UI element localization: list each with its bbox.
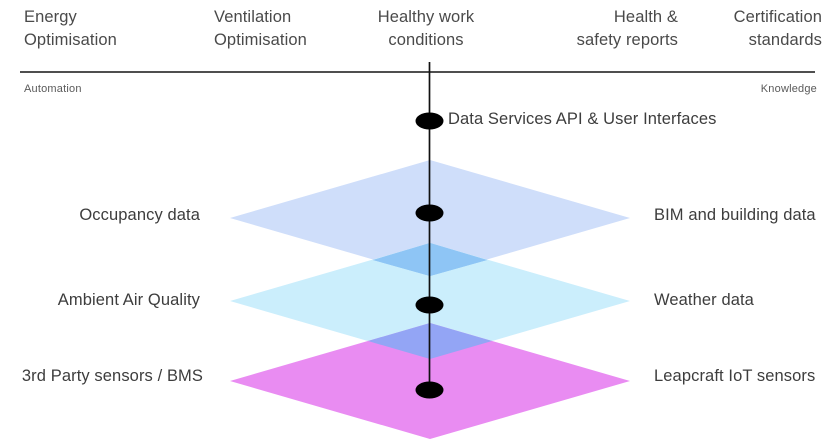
node-marker-data-services[interactable]: [415, 112, 444, 130]
category-healthy-work-conditions: Healthy work conditions: [377, 8, 475, 50]
layer-label-leapcraft-iot-sensors: Leapcraft IoT sensors: [654, 367, 816, 385]
node-marker-sensors[interactable]: [415, 381, 444, 399]
category-header-row: Energy Optimisation Ventilation Optimisa…: [0, 0, 835, 72]
node-marker-air-weather[interactable]: [415, 296, 444, 314]
layer-label-weather-data: Weather data: [654, 291, 754, 309]
category-certification-standards: Certification standards: [733, 8, 822, 50]
category-health-safety-reports: Health & safety reports: [576, 8, 678, 50]
layer-label-3rd-party-sensors-bms: 3rd Party sensors / BMS: [21, 367, 203, 385]
category-ventilation-optimisation: Ventilation Optimisation: [214, 8, 307, 50]
layer-label-occupancy-data: Occupancy data: [79, 206, 200, 224]
layer-label-ambient-air-quality: Ambient Air Quality: [57, 291, 200, 309]
layer-label-bim-building-data: BIM and building data: [654, 206, 816, 224]
axis-label-automation: Automation: [24, 83, 82, 95]
node-label-data-services: Data Services API & User Interfaces: [448, 110, 717, 128]
category-energy-optimisation: Energy Optimisation: [24, 8, 117, 50]
header-divider: [20, 71, 815, 73]
node-marker-occupancy-bim[interactable]: [415, 204, 444, 222]
axis-label-knowledge: Knowledge: [760, 83, 817, 95]
